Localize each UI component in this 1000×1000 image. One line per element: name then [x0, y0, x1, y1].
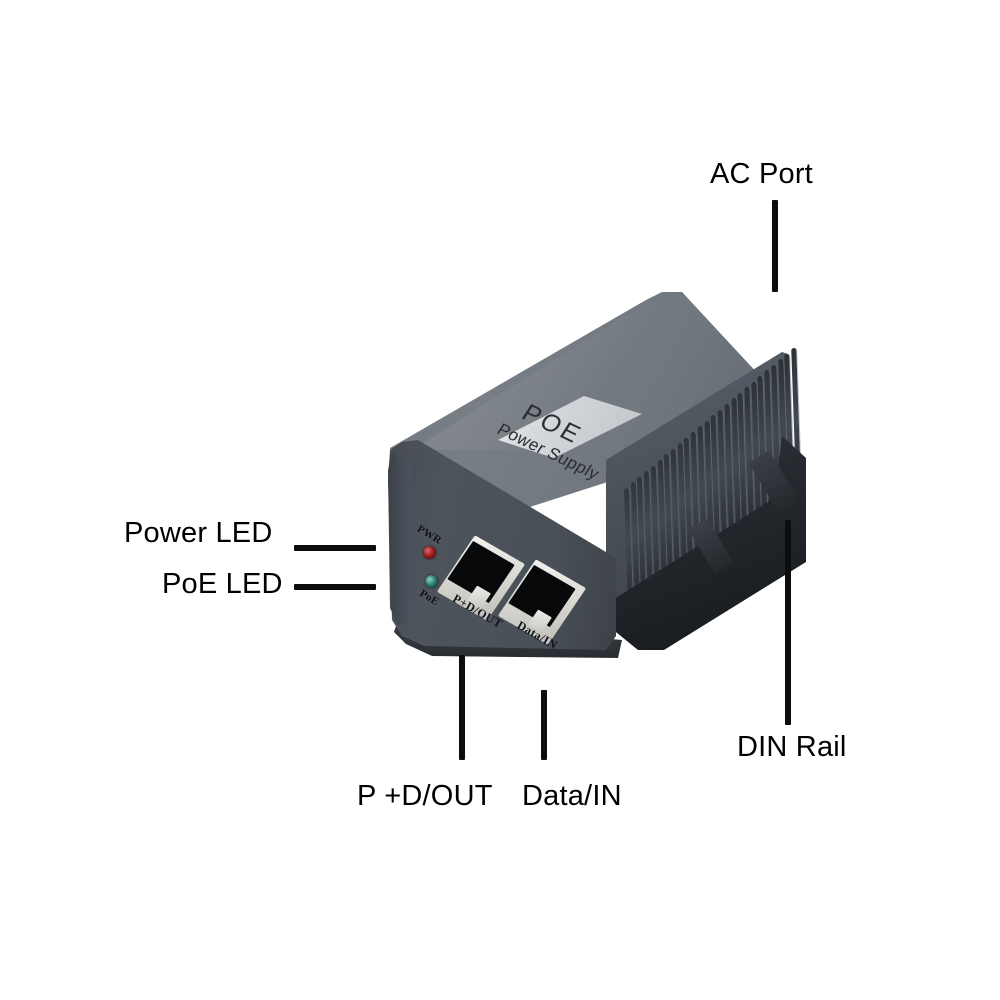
- leader-line-pd-out: [459, 655, 465, 760]
- leader-line-din-rail: [785, 520, 791, 725]
- leader-line-ac-port: [772, 200, 778, 292]
- poe-led-indicator: [425, 575, 438, 588]
- leader-line-data-in: [541, 690, 547, 760]
- annotation-label-din-rail: DIN Rail: [737, 731, 847, 763]
- annotation-label-data-in: Data/IN: [522, 780, 622, 812]
- power-led-indicator: [423, 546, 436, 559]
- leader-line-power-led: [294, 545, 376, 551]
- annotation-label-power-led: Power LED: [124, 517, 273, 549]
- annotation-label-pd-out: P +D/OUT: [357, 780, 493, 812]
- device-left-bevel: [388, 452, 412, 626]
- annotation-label-ac-port: AC Port: [710, 158, 813, 190]
- annotation-label-poe-led: PoE LED: [162, 568, 283, 600]
- leader-line-poe-led: [294, 584, 376, 590]
